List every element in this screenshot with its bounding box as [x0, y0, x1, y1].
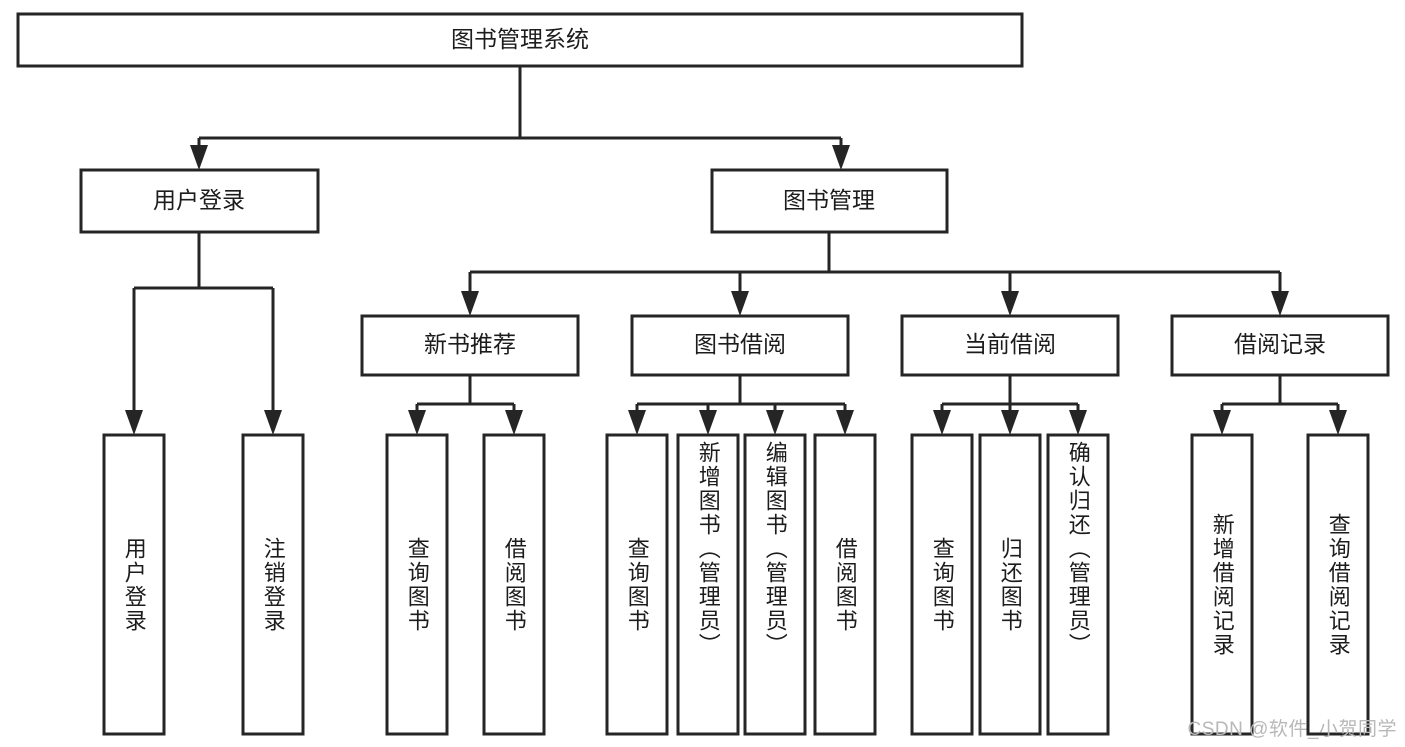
node-current-borrow[interactable]: 当前借阅	[900, 314, 1120, 377]
leaf-box-group-borrow-record	[1190, 433, 1370, 736]
connector-group-current-borrow-to-leaves	[933, 375, 1087, 435]
node-label-root-system: 图书管理系统	[451, 26, 589, 52]
node-label-new-book-recommend: 新书推荐	[424, 331, 516, 357]
leaf-box-book-borrow-3[interactable]	[743, 433, 807, 736]
leaf-box-group-book-borrow	[605, 433, 877, 736]
node-label-book-manage: 图书管理	[783, 187, 875, 213]
connector-group-new-book-to-leaves	[408, 375, 523, 435]
connector-group-root-to-level2	[190, 66, 850, 170]
node-user-login[interactable]: 用户登录	[79, 168, 320, 234]
node-label-user-login: 用户登录	[153, 187, 245, 213]
node-label-book-borrow: 图书借阅	[694, 331, 786, 357]
csdn-watermark: CSDN @软件_小贺同学	[1187, 719, 1397, 740]
leaf-box-user-login-2[interactable]	[241, 433, 305, 736]
leaf-box-new-book-1[interactable]	[385, 433, 449, 736]
leaf-box-book-borrow-4[interactable]	[813, 433, 877, 736]
node-root-system[interactable]: 图书管理系统	[16, 12, 1024, 68]
node-book-manage[interactable]: 图书管理	[710, 168, 949, 234]
leaf-box-borrow-record-1[interactable]	[1190, 433, 1254, 736]
leaf-box-group-new-book-recommend	[385, 433, 546, 736]
leaf-box-current-borrow-2[interactable]	[978, 433, 1042, 736]
node-book-borrow[interactable]: 图书借阅	[630, 314, 850, 377]
node-borrow-record[interactable]: 借阅记录	[1170, 314, 1390, 377]
leaf-box-group-user-login	[102, 433, 305, 736]
connector-group-book-borrow-to-leaves	[628, 375, 854, 435]
connector-group-book-manage-to-level3	[461, 232, 1289, 316]
node-new-book-recommend[interactable]: 新书推荐	[360, 314, 580, 377]
leaf-box-user-login-1[interactable]	[102, 433, 166, 736]
node-label-current-borrow: 当前借阅	[964, 331, 1056, 357]
connector-group-borrow-record-to-leaves	[1213, 375, 1347, 435]
leaf-box-group-current-borrow	[910, 433, 1110, 736]
leaf-box-book-borrow-1[interactable]	[605, 433, 669, 736]
leaf-box-book-borrow-2[interactable]	[676, 433, 740, 736]
connector-group-user-login-to-leaves	[125, 232, 282, 435]
leaf-box-borrow-record-2[interactable]	[1306, 433, 1370, 736]
leaf-box-current-borrow-3[interactable]	[1046, 433, 1110, 736]
leaf-box-current-borrow-1[interactable]	[910, 433, 974, 736]
leaf-box-new-book-2[interactable]	[482, 433, 546, 736]
node-label-borrow-record: 借阅记录	[1234, 331, 1326, 357]
